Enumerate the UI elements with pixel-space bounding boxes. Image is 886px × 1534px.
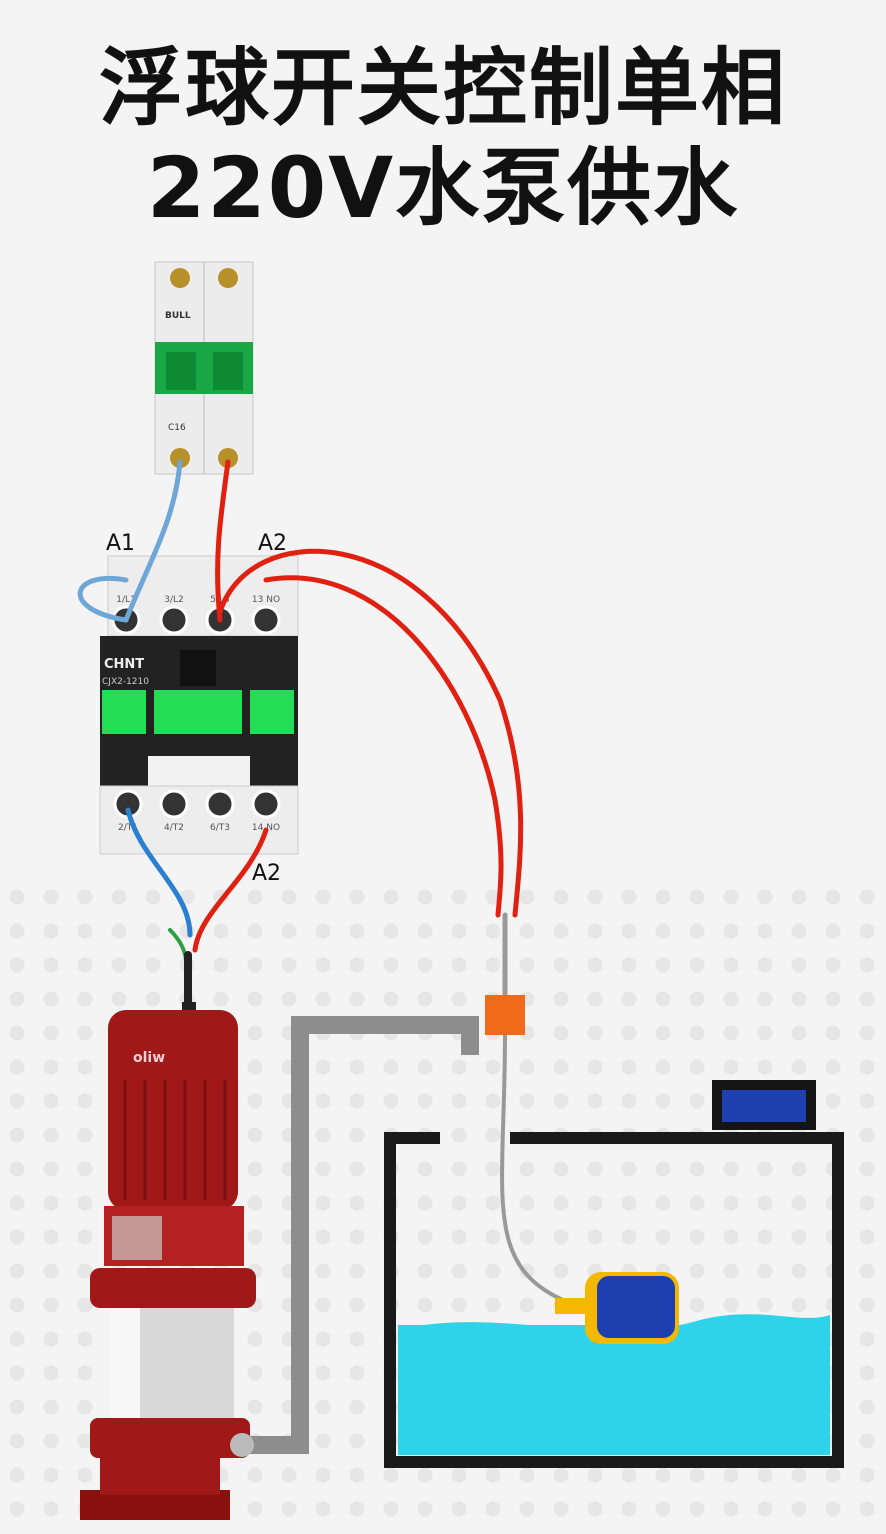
coil-label-a2-bottom: A2 — [252, 861, 281, 886]
circuit-breaker: BULL C16 — [154, 261, 254, 475]
terminal-label: 2/T1 — [118, 823, 138, 833]
terminal-label: 4/T2 — [164, 823, 184, 833]
float-switch — [555, 1272, 679, 1344]
breaker-rating: C16 — [168, 423, 186, 433]
breaker-brand: BULL — [165, 311, 191, 321]
neutral-jumper — [77, 576, 129, 623]
contactor-model: CJX2-1210 — [102, 677, 149, 687]
wires — [77, 459, 577, 1307]
float-cable — [500, 1033, 577, 1307]
water-pipe — [240, 1016, 479, 1454]
water-pump: oliw — [80, 1002, 256, 1520]
neutral-wire-in — [123, 459, 183, 623]
title-line-2: 220V水泵供水 — [146, 139, 740, 237]
water — [398, 1325, 830, 1455]
pump-neutral — [125, 807, 193, 938]
pump-brand: oliw — [133, 1050, 165, 1066]
terminal-label: 13 NO — [252, 595, 280, 605]
coil-label-a2-top: A2 — [258, 531, 287, 556]
float-wire-1 — [217, 548, 524, 918]
contactor-brand: CHNT — [104, 657, 144, 672]
live-wire-in — [215, 459, 231, 623]
pump-live — [192, 827, 269, 953]
contactor: CHNT CJX2-1210 1/L1 3/L2 5/L3 13 NO 2/T1… — [99, 531, 299, 886]
water-tank — [384, 1080, 844, 1468]
coil-label-a1: A1 — [106, 531, 135, 556]
float-wire-2 — [263, 575, 504, 918]
breaker-screw — [170, 268, 190, 288]
cable-junction — [485, 995, 525, 1035]
terminal-label: 3/L2 — [164, 595, 184, 605]
terminal-label: 6/T3 — [210, 823, 230, 833]
terminal-label: 1/L1 — [116, 595, 136, 605]
breaker-screw — [218, 268, 238, 288]
title-line-1: 浮球开关控制单相 — [98, 39, 787, 137]
